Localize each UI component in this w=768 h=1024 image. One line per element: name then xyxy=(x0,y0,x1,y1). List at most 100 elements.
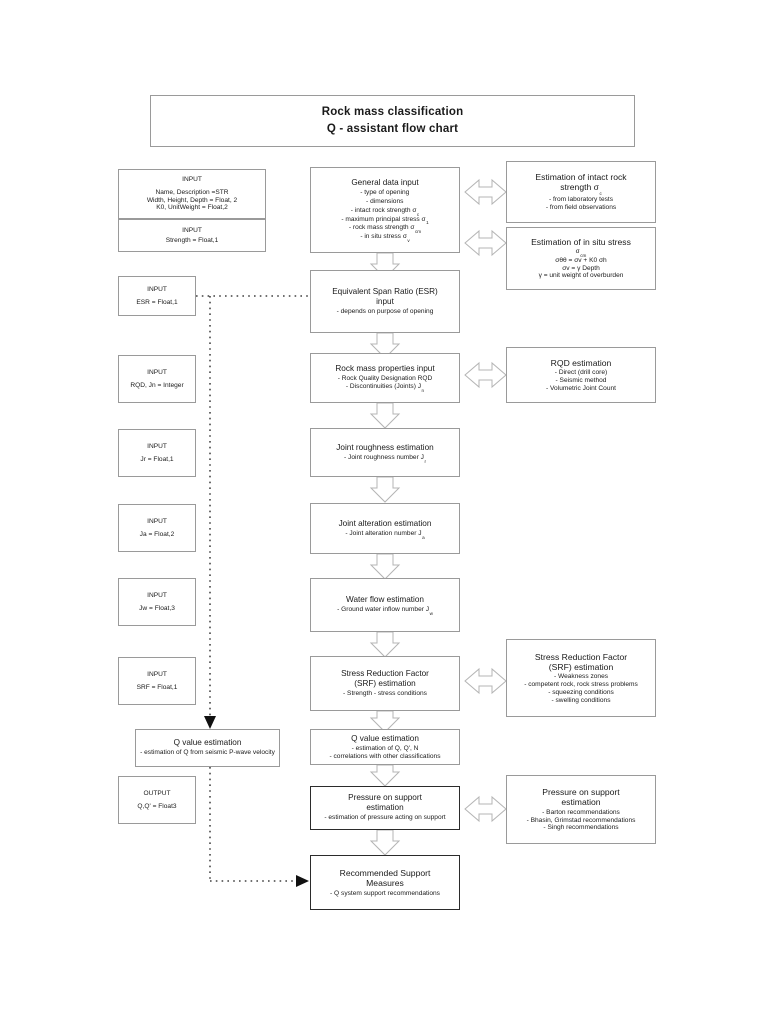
block-arrow-rockmass-to-roughness xyxy=(369,402,401,429)
pressure-item-1: - estimation of pressure acting on suppo… xyxy=(324,814,446,822)
block-arrow-general-to-insitu xyxy=(464,229,507,257)
input-strength-value: Strength = Float,1 xyxy=(165,236,219,244)
block-arrow-rockmass-to-rqd xyxy=(464,361,507,389)
rqd-title: RQD estimation xyxy=(550,357,612,368)
input-srf-header: INPUT xyxy=(147,670,167,678)
input-esr-box[interactable]: INPUT ESR = Float,1 xyxy=(118,276,196,316)
dotted-connector-esr-rail xyxy=(196,295,310,729)
input-jw-header: INPUT xyxy=(147,591,167,599)
srf-right-item-1: - Weakness zones xyxy=(553,673,609,681)
esr-item-1: - depends on purpose of opening xyxy=(336,308,434,316)
block-arrow-roughness-to-alteration xyxy=(369,476,401,503)
input-jr-value: Jr = Float,1 xyxy=(140,455,174,463)
water-flow-box[interactable]: Water flow estimation - Ground water inf… xyxy=(310,578,460,632)
intact-item-2: - from field observations xyxy=(545,203,617,211)
output-q-box[interactable]: OUTPUT Q,Q' = Float3 xyxy=(118,776,196,824)
rock-mass-properties-box[interactable]: Rock mass properties input - Rock Qualit… xyxy=(310,353,460,403)
input-rqd-jn-header: INPUT xyxy=(147,368,167,376)
dotted-arrowhead-right xyxy=(296,875,309,887)
pressure-right-title-line2: estimation xyxy=(561,797,601,808)
input-strength-header: INPUT xyxy=(182,226,202,234)
block-arrow-qvalue-to-pressure xyxy=(369,764,401,787)
srf-title-line2: (SRF) estimation xyxy=(354,678,416,688)
block-arrow-water-to-srf xyxy=(369,631,401,658)
input-esr-value: ESR = Float,1 xyxy=(136,298,178,306)
input-jw-value: Jw = Float,3 xyxy=(139,604,175,612)
srf-right-title-line2: (SRF) estimation xyxy=(548,661,614,672)
rock-mass-item-2: - Discontinuities (Joints) Jn xyxy=(345,383,425,394)
pressure-right-item-1: - Barton recommendations xyxy=(542,808,620,816)
pressure-right-title-line1: Pressure on support xyxy=(542,786,620,797)
input-general-data-line-2: Width, Height, Depth = Float, 2 xyxy=(146,196,238,204)
rqd-item-3: - Volumetric Joint Count xyxy=(546,384,616,392)
srf-estimation-box[interactable]: Stress Reduction Factor (SRF) estimation… xyxy=(310,656,460,711)
chart-title-line1: Rock mass classification xyxy=(321,105,464,118)
joint-alteration-box[interactable]: Joint alteration estimation - Joint alte… xyxy=(310,503,460,554)
input-jw-box[interactable]: INPUT Jw = Float,3 xyxy=(118,578,196,626)
input-general-data-line-1: Name, Description =STR xyxy=(155,188,229,196)
rqd-item-1: - Direct (drill core) xyxy=(554,369,608,377)
left-q-value-title: Q value estimation xyxy=(173,738,242,748)
input-esr-header: INPUT xyxy=(147,285,167,293)
pressure-on-support-box[interactable]: Pressure on support estimation - estimat… xyxy=(310,786,460,830)
support-title-line2: Measures xyxy=(366,877,404,888)
joint-alteration-item-1: - Joint alteration number Ja xyxy=(345,529,425,540)
general-data-input-title: General data input xyxy=(351,178,419,188)
q-value-title: Q value estimation xyxy=(351,733,419,743)
general-data-input-box[interactable]: General data input - type of opening - d… xyxy=(310,167,460,253)
in-situ-stress-box[interactable]: Estimation of in situ stress σcm σθθ = σ… xyxy=(506,227,656,290)
srf-right-item-4: - swelling conditions xyxy=(551,696,611,704)
joint-roughness-box[interactable]: Joint roughness estimation - Joint rough… xyxy=(310,428,460,477)
block-arrow-alteration-to-water xyxy=(369,553,401,580)
left-q-value-estimation-box[interactable]: Q value estimation - estimation of Q fro… xyxy=(135,729,280,767)
recommended-support-box[interactable]: Recommended Support Measures - Q system … xyxy=(310,855,460,910)
general-data-item-2: - dimensions xyxy=(366,198,404,206)
input-strength-box[interactable]: INPUT Strength = Float,1 xyxy=(118,219,266,252)
dotted-connector-support-rail xyxy=(209,767,309,887)
chart-title-box: Rock mass classification Q - assistant f… xyxy=(150,95,635,147)
joint-roughness-item-1: - Joint roughness number Jr xyxy=(344,453,426,464)
rqd-item-2: - Seismic method xyxy=(555,376,607,384)
general-data-item-5: - rock mass strength σcm xyxy=(348,224,422,235)
insitu-formula-2: σv = γ Depth xyxy=(562,264,600,272)
input-srf-box[interactable]: INPUT SRF = Float,1 xyxy=(118,657,196,705)
intact-title-line1: Estimation of intact rock xyxy=(535,172,627,183)
input-jr-box[interactable]: INPUT Jr = Float,1 xyxy=(118,429,196,477)
esr-title-line1: Equivalent Span Ratio (ESR) xyxy=(332,287,438,297)
general-data-item-4: - maximum principal stress σ1 xyxy=(341,215,429,226)
pressure-title-line2: estimation xyxy=(366,803,404,813)
support-item-1: - Q system support recommendations xyxy=(330,889,440,897)
insitu-formula-3: γ = unit weight of overburden xyxy=(538,272,624,280)
general-data-item-1: - type of opening xyxy=(360,189,410,197)
input-ja-header: INPUT xyxy=(147,517,167,525)
pressure-title-line1: Pressure on support xyxy=(348,793,422,803)
srf-right-item-3: - squeezing conditions xyxy=(548,688,614,696)
srf-right-item-2: - competent rock, rock stress problems xyxy=(524,681,638,689)
pressure-right-item-2: - Bhasin, Grimstad recommendations xyxy=(526,816,636,824)
input-general-data-box[interactable]: INPUT Name, Description =STR Width, Heig… xyxy=(118,169,266,219)
pressure-right-item-3: - Singh recommendations xyxy=(543,824,619,832)
rock-mass-item-1: - Rock Quality Designation RQD xyxy=(337,375,433,383)
block-arrow-srf-to-srfright xyxy=(464,667,507,695)
esr-input-box[interactable]: Equivalent Span Ratio (ESR) input - depe… xyxy=(310,270,460,333)
q-value-estimation-box[interactable]: Q value estimation - estimation of Q, Q'… xyxy=(310,729,460,765)
intact-rock-strength-box[interactable]: Estimation of intact rock strength σc - … xyxy=(506,161,656,223)
input-rqd-jn-box[interactable]: INPUT RQD, Jn = Integer xyxy=(118,355,196,403)
input-general-data-header: INPUT xyxy=(182,175,202,183)
esr-title-line2: input xyxy=(376,296,394,306)
input-general-data-line-3: K0, UnitWeight = Float,2 xyxy=(156,204,228,212)
pressure-support-detail-box[interactable]: Pressure on support estimation - Barton … xyxy=(506,775,656,844)
input-jr-header: INPUT xyxy=(147,442,167,450)
srf-estimation-detail-box[interactable]: Stress Reduction Factor (SRF) estimation… xyxy=(506,639,656,717)
srf-item-1: - Strength - stress conditions xyxy=(343,690,427,698)
rqd-estimation-box[interactable]: RQD estimation - Direct (drill core) - S… xyxy=(506,347,656,403)
insitu-formula-1: σθθ = σv + K0 σh xyxy=(555,256,607,264)
general-data-item-3: - intact rock strength σc xyxy=(350,206,420,217)
input-ja-box[interactable]: INPUT Ja = Float,2 xyxy=(118,504,196,552)
chart-title-line2: Q - assistant flow chart xyxy=(326,122,459,135)
intact-item-1: - from laboratory tests xyxy=(548,196,614,204)
general-data-item-6: - in situ stress σv xyxy=(360,233,410,243)
output-q-header: OUTPUT xyxy=(143,789,171,797)
joint-roughness-title: Joint roughness estimation xyxy=(336,442,434,452)
